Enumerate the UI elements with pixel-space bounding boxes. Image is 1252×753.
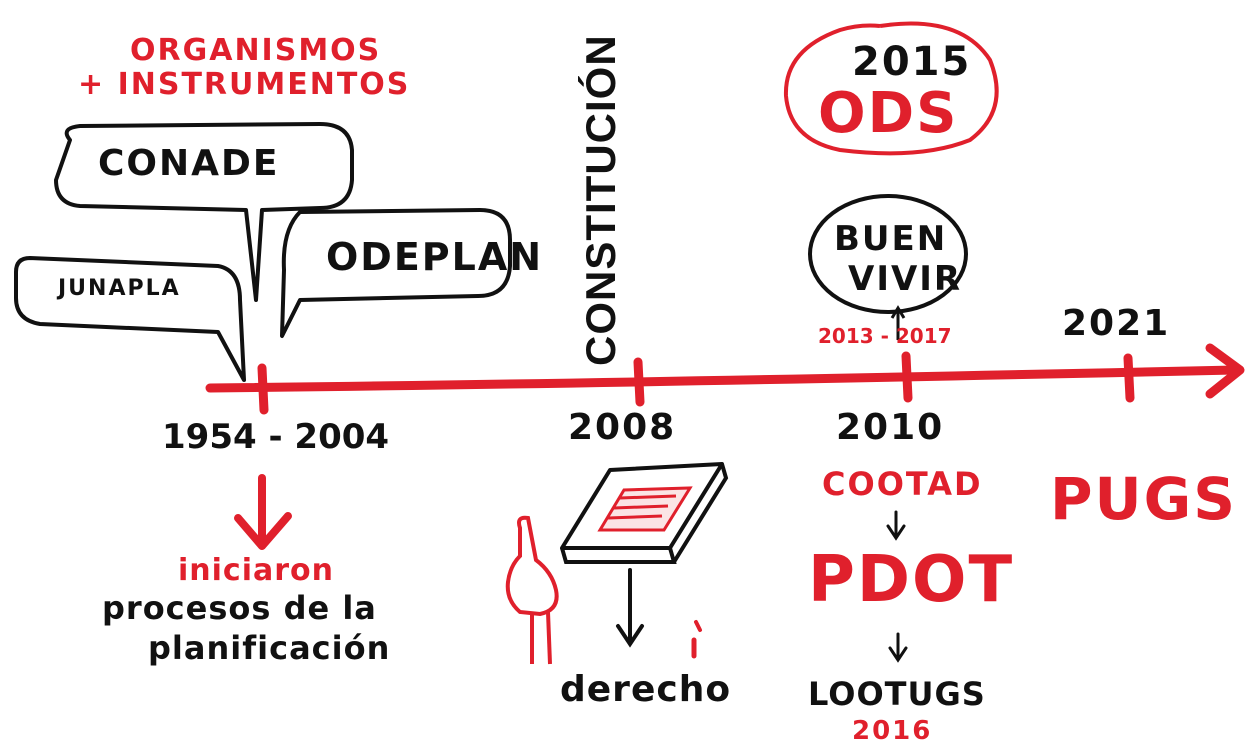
lootugs-year: 2016	[852, 716, 933, 746]
tick-2021	[1123, 353, 1135, 403]
year-1954-2004: 1954 - 2004	[162, 417, 390, 457]
iniciaron-label: iniciaron	[178, 553, 334, 588]
planificacion-label: planificación	[148, 629, 391, 667]
odeplan-bubble	[280, 208, 512, 338]
tick-2010	[901, 351, 913, 403]
odeplan-label: ODEPLAN	[326, 235, 544, 279]
constitution-book-icon	[560, 462, 729, 564]
conade-bubble	[54, 122, 354, 302]
buen-vivir-line-1: BUEN	[834, 219, 948, 259]
year-2010: 2010	[836, 407, 945, 448]
tick-1954	[257, 363, 269, 415]
procesos-label: procesos de la	[102, 589, 377, 627]
ods-year: 2015	[852, 39, 972, 85]
tick-2008	[633, 357, 645, 407]
pugs-label: PUGS	[1050, 465, 1237, 533]
ods-label: ODS	[818, 81, 959, 146]
year-2008: 2008	[568, 407, 677, 448]
header-line-1: ORGANISMOS	[130, 33, 382, 68]
header-line-2: + INSTRUMENTOS	[78, 67, 411, 102]
constitucion-label: CONSTITUCIÓN	[577, 34, 624, 366]
timeline-arrowhead	[1205, 343, 1245, 399]
ods-circle	[783, 21, 999, 156]
derecho-label: derecho	[560, 669, 732, 710]
person-icon	[505, 515, 559, 665]
buen-vivir-years: 2013 - 2017	[818, 324, 952, 348]
buen-vivir-line-2: VIVIR	[848, 259, 963, 299]
junapla-label: JUNAPLA	[58, 276, 181, 301]
junapla-bubble	[14, 256, 246, 382]
timeline-axis	[205, 365, 1240, 393]
lootugs-label: LOOTUGS	[808, 675, 986, 713]
cootad-label: COOTAD	[822, 465, 983, 503]
conade-label: CONADE	[98, 143, 280, 184]
year-2021: 2021	[1062, 303, 1171, 344]
pdot-label: PDOT	[808, 543, 1015, 617]
buen-vivir-circle	[808, 194, 968, 314]
